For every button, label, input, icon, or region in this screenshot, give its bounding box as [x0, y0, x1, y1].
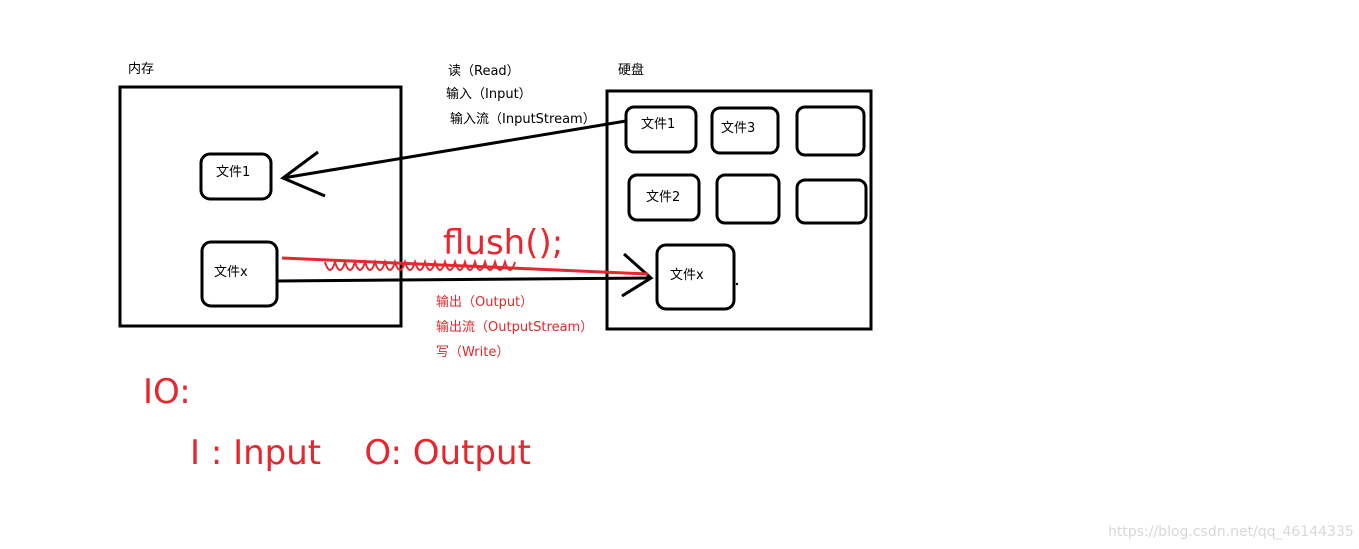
memory-file-x-box [200, 240, 279, 308]
disk-file-3-box [710, 106, 780, 155]
write-arrow-line [277, 276, 652, 283]
disk-label: 硬盘 [618, 62, 644, 78]
disk-file-x-box [655, 243, 736, 311]
memory-file-1-label: 文件1 [216, 165, 250, 180]
disk-file-1-box [624, 105, 698, 154]
io-title: IO: [143, 372, 191, 412]
io-expansion: I : Input O: Output [190, 433, 531, 473]
disk-file-2-label: 文件2 [646, 190, 680, 205]
output-label: 输出（Output） [436, 294, 533, 310]
write-arrowhead [621, 252, 654, 298]
input-label: 输入（Input） [446, 86, 532, 102]
stray-dot [735, 282, 739, 286]
disk-file-x-label: 文件x [670, 268, 704, 283]
flush-red-line [281, 256, 649, 276]
buffer-wave [324, 258, 516, 271]
memory-file-x-label: 文件x [214, 265, 248, 280]
outputstream-label: 输出流（OutputStream） [436, 319, 593, 335]
inputstream-label: 输入流（InputStream） [450, 111, 596, 127]
disk-file-2-box [627, 173, 701, 222]
watermark: https://blog.csdn.net/qq_46144335 [1108, 524, 1354, 540]
read-label: 读（Read） [448, 64, 520, 79]
read-arrow-line [282, 119, 627, 180]
disk-empty-slot-2 [715, 173, 781, 225]
flush-label: flush(); [443, 223, 563, 263]
read-arrowhead [280, 150, 326, 198]
disk-empty-slot-1 [795, 105, 866, 157]
disk-empty-slot-3 [795, 178, 868, 225]
disk-file-3-label: 文件3 [721, 121, 755, 136]
memory-box [118, 85, 403, 328]
disk-box [605, 89, 873, 331]
disk-file-1-label: 文件1 [641, 117, 675, 132]
memory-label: 内存 [128, 61, 154, 77]
write-label: 写（Write） [436, 345, 509, 360]
memory-file-1-box [199, 152, 273, 201]
